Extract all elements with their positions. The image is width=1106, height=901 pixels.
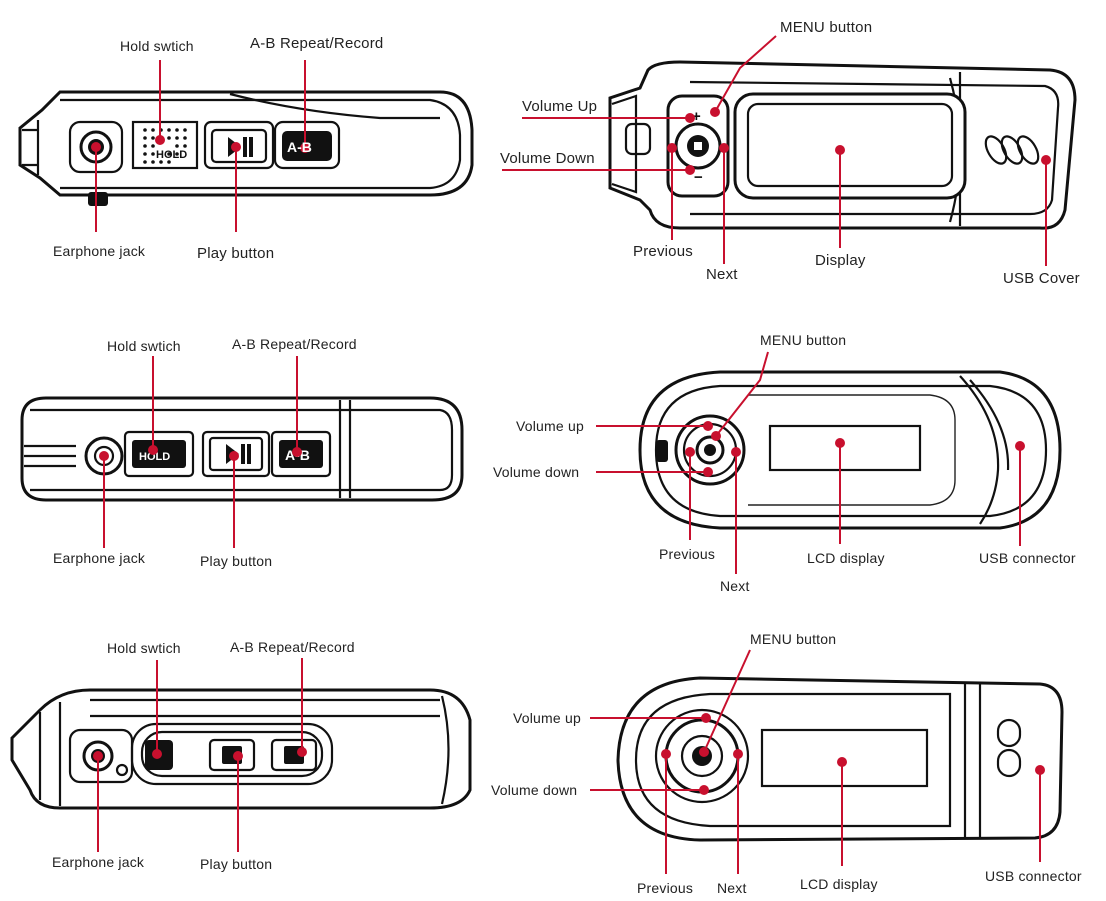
label-ab-repeat: A-B Repeat/Record [250, 35, 384, 52]
side-view-1 [18, 90, 474, 206]
label-earphone-jack: Earphone jack [53, 243, 146, 259]
usb-connector-slots-icon [996, 718, 1022, 778]
side-view-2: HOLD A-B [20, 396, 464, 502]
minus-icon: − [694, 169, 703, 186]
usb-cover-slots-icon [984, 135, 1040, 165]
label-hold-switch: Hold swtich [107, 640, 181, 656]
plus-icon: + [692, 108, 701, 125]
label-usb-connector: USB connector [985, 868, 1082, 884]
label-lcd-display: LCD display [800, 876, 878, 892]
front-view-2 [638, 370, 1062, 530]
label-menu-button: MENU button [750, 631, 837, 647]
label-play-button: Play button [197, 245, 275, 262]
callouts-row-3 [93, 649, 1045, 874]
label-volume-down: Volume Down [500, 150, 595, 167]
label-volume-up: Volume up [516, 418, 584, 434]
label-volume-down: Volume down [491, 782, 578, 798]
label-display: Display [815, 252, 866, 269]
label-volume-up: Volume up [513, 710, 581, 726]
label-volume-up: Volume Up [522, 98, 598, 115]
label-play-button: Play button [200, 856, 273, 872]
front-view-1: + − [608, 60, 1077, 230]
label-play-button: Play button [200, 553, 273, 569]
label-ab-repeat: A-B Repeat/Record [230, 639, 355, 655]
label-volume-down: Volume down [493, 464, 580, 480]
label-lcd-display: LCD display [807, 550, 885, 566]
label-next: Next [717, 880, 747, 896]
label-menu-button: MENU button [760, 332, 847, 348]
callouts-row-1 [91, 35, 1051, 266]
label-next: Next [720, 578, 750, 594]
side-view-3 [10, 688, 472, 810]
label-previous: Previous [659, 546, 716, 562]
label-earphone-jack: Earphone jack [52, 854, 145, 870]
label-usb-connector: USB connector [979, 550, 1076, 566]
label-ab-repeat: A-B Repeat/Record [232, 336, 357, 352]
callouts-row-2 [99, 351, 1025, 574]
ab-button-text: A-B [287, 139, 312, 155]
hold-button-text: HOLD [139, 451, 170, 463]
label-hold-switch: Hold swtich [107, 338, 181, 354]
label-menu-button: MENU button [780, 19, 873, 36]
label-earphone-jack: Earphone jack [53, 550, 146, 566]
label-next: Next [706, 266, 738, 283]
hold-switch-text: HOLD [156, 149, 187, 161]
label-hold-switch: Hold swtich [120, 38, 194, 54]
label-previous: Previous [637, 880, 694, 896]
label-previous: Previous [633, 243, 693, 260]
label-usb-cover: USB Cover [1003, 270, 1080, 287]
